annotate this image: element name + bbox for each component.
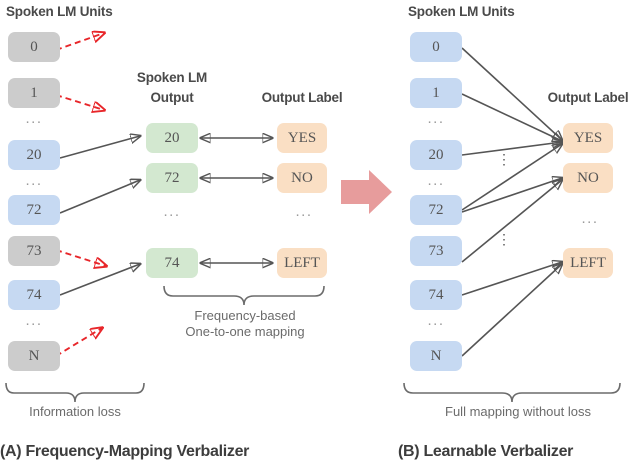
panel-b-caption: (B) Learnable Verbalizer xyxy=(398,443,574,460)
panel-a-header-lm-output-line1: Spoken LM xyxy=(136,70,208,85)
solid-edges-panel-a xyxy=(59,136,140,296)
panel-a-header-lm-output-line2: Output xyxy=(150,90,194,105)
unit-node-b-74[interactable]: 74 xyxy=(410,280,462,310)
unit-node-b-N[interactable]: N xyxy=(410,341,462,371)
lm-output-node-20[interactable]: 20 xyxy=(146,123,198,153)
unit-node-0[interactable]: 0 xyxy=(8,32,60,62)
output-label-ellipsis-b: ... xyxy=(581,210,599,227)
brace-full-mapping xyxy=(403,382,621,403)
panel-b-header-units: Spoken LM Units xyxy=(408,4,515,19)
unit-ellipsis-b-3: ... xyxy=(427,312,445,329)
unit-ellipsis-a-3: ... xyxy=(25,312,43,329)
transition-arrow-icon xyxy=(341,170,392,214)
panel-a-caption: (A) Frequency-Mapping Verbalizer xyxy=(0,443,250,460)
panel-a-header-units: Spoken LM Units xyxy=(6,4,113,19)
output-label-yes-a[interactable]: YES xyxy=(277,123,327,153)
lm-output-node-72[interactable]: 72 xyxy=(146,163,198,193)
unit-ellipsis-b-1: ... xyxy=(427,110,445,127)
vertical-ellipsis-b-1: ⋮ xyxy=(497,151,511,167)
bidirectional-edges-panel-a xyxy=(201,138,272,263)
unit-node-b-20[interactable]: 20 xyxy=(410,140,462,170)
unit-ellipsis-a-1: ... xyxy=(25,110,43,127)
brace-information-loss xyxy=(5,382,145,403)
unit-node-20[interactable]: 20 xyxy=(8,140,60,170)
unit-node-74[interactable]: 74 xyxy=(8,280,60,310)
brace-label-frequency-mapping: Frequency-based One-to-one mapping xyxy=(185,308,305,340)
lm-output-node-74[interactable]: 74 xyxy=(146,248,198,278)
unit-node-1[interactable]: 1 xyxy=(8,78,60,108)
brace-label-full-mapping: Full mapping without loss xyxy=(445,404,591,419)
output-label-left-a[interactable]: LEFT xyxy=(277,248,327,278)
dashed-edges-panel-a xyxy=(55,33,106,357)
unit-node-72[interactable]: 72 xyxy=(8,195,60,225)
output-label-left-b[interactable]: LEFT xyxy=(563,248,613,278)
panel-a-header-output-label: Output Label xyxy=(261,90,343,105)
unit-node-b-73[interactable]: 73 xyxy=(410,236,462,266)
output-label-yes-b[interactable]: YES xyxy=(563,123,613,153)
unit-node-b-72[interactable]: 72 xyxy=(410,195,462,225)
output-label-no-b[interactable]: NO xyxy=(563,163,613,193)
brace-frequency-mapping xyxy=(163,285,325,306)
unit-ellipsis-b-2: ... xyxy=(427,172,445,189)
unit-node-b-0[interactable]: 0 xyxy=(410,32,462,62)
panel-b-header-output-label: Output Label xyxy=(547,90,629,105)
unit-node-b-1[interactable]: 1 xyxy=(410,78,462,108)
lm-output-ellipsis: ... xyxy=(163,203,181,220)
output-label-ellipsis-a: ... xyxy=(295,203,313,220)
unit-node-73[interactable]: 73 xyxy=(8,236,60,266)
unit-node-N[interactable]: N xyxy=(8,341,60,371)
output-label-no-a[interactable]: NO xyxy=(277,163,327,193)
unit-ellipsis-a-2: ... xyxy=(25,172,43,189)
brace-label-information-loss: Information loss xyxy=(29,404,121,419)
vertical-ellipsis-b-2: ⋮ xyxy=(497,231,511,247)
